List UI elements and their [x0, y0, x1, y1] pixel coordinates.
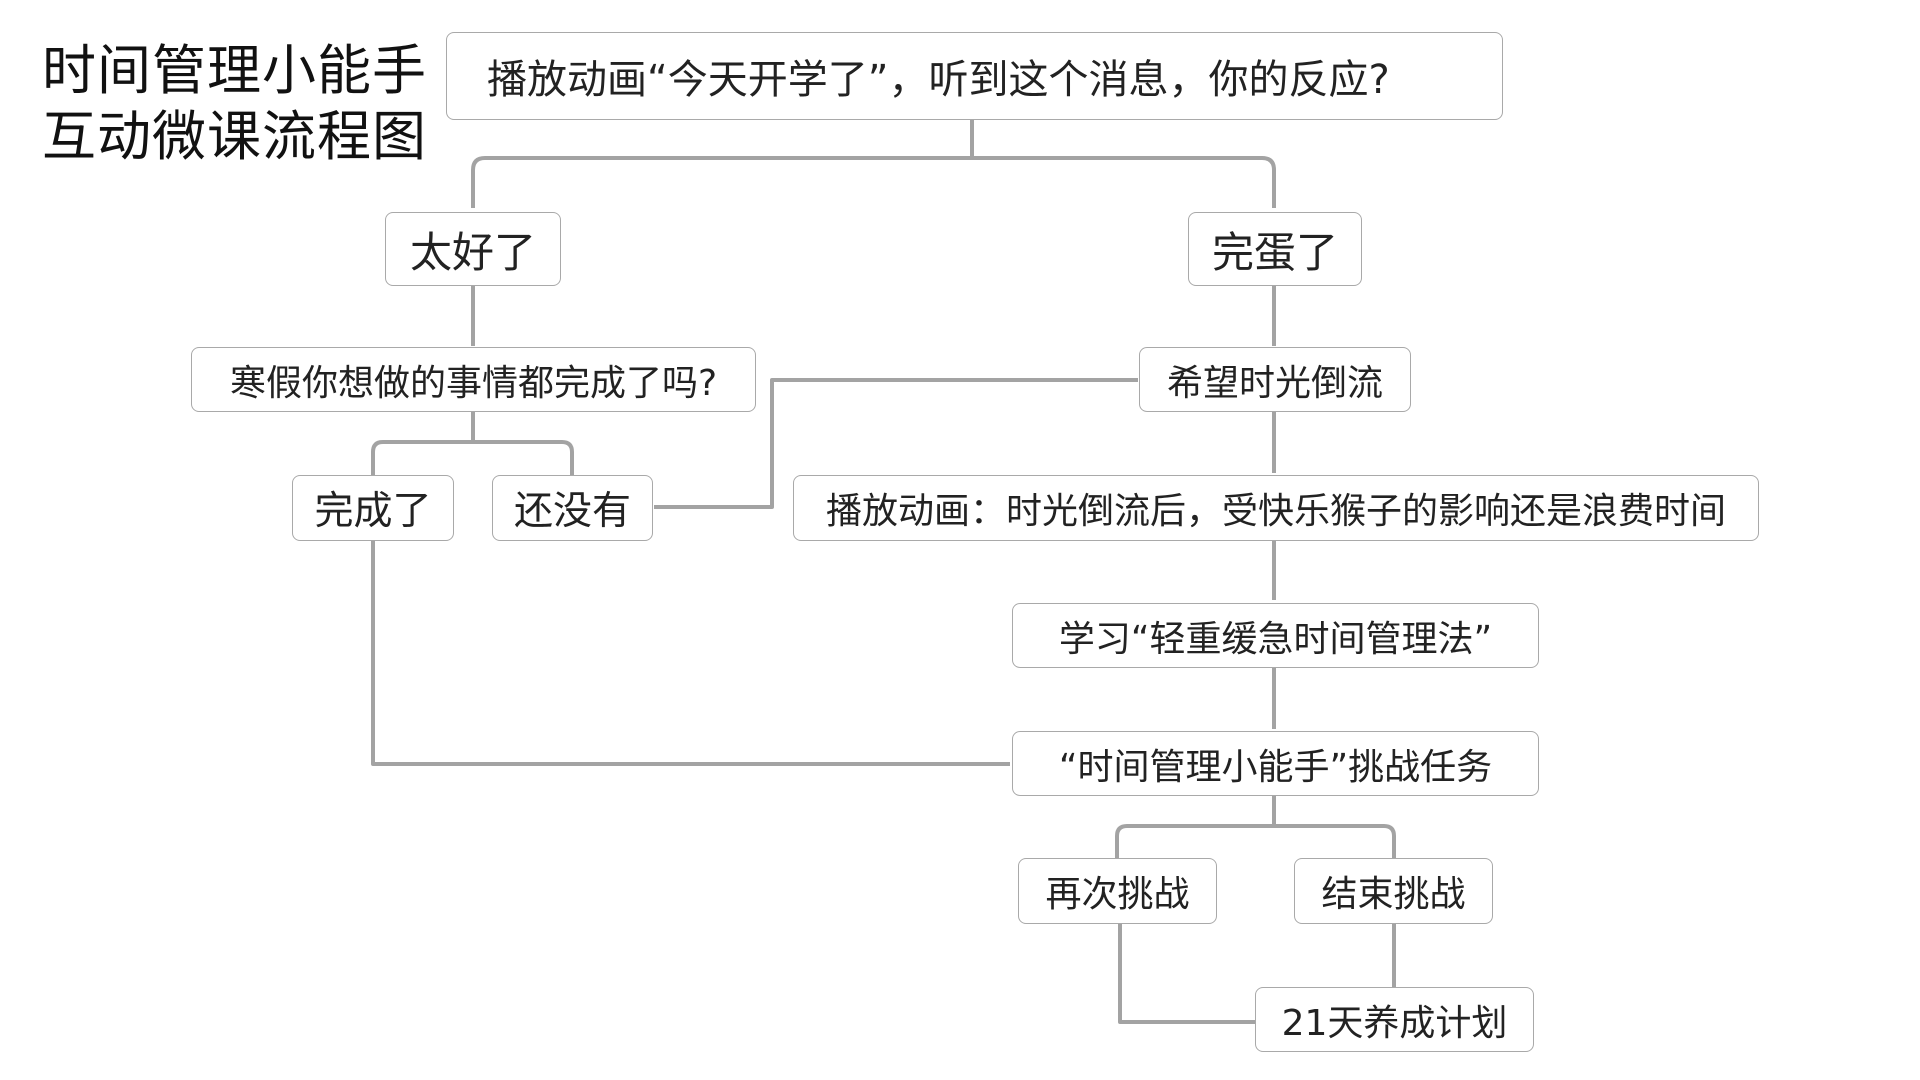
node-learn-method-label: 学习“轻重缓急时间管理法” [1058, 618, 1493, 660]
edge-done-to-challenge [371, 540, 1010, 766]
node-root-question[interactable]: 播放动画“今天开学了”，听到这个消息，你的反应? [446, 32, 1503, 120]
node-done-label: 完成了 [314, 489, 432, 534]
title-line-1: 时间管理小能手 [42, 39, 427, 102]
edge-question-to-answers [371, 410, 574, 475]
node-challenge-task-label: “时间管理小能手”挑战任务 [1058, 746, 1493, 788]
node-end-challenge-label: 结束挑战 [1321, 874, 1466, 915]
node-not-yet[interactable]: 还没有 [492, 475, 653, 541]
edge-retry-to-plan [1118, 923, 1255, 1024]
node-wish-rewind[interactable]: 希望时光倒流 [1139, 347, 1411, 412]
node-habit-plan-label: 21天养成计划 [1281, 1002, 1508, 1044]
node-learn-method[interactable]: 学习“轻重缓急时间管理法” [1012, 603, 1539, 668]
node-retry[interactable]: 再次挑战 [1018, 858, 1217, 924]
node-wish-rewind-label: 希望时光倒流 [1166, 362, 1383, 404]
node-not-yet-label: 还没有 [513, 489, 631, 534]
node-habit-plan[interactable]: 21天养成计划 [1255, 987, 1534, 1052]
edge-notyet-to-wish [654, 378, 1138, 509]
node-root-question-label: 播放动画“今天开学了”，听到这个消息，你的反应? [487, 57, 1390, 103]
node-retry-label: 再次挑战 [1045, 874, 1190, 915]
node-doomed-label: 完蛋了 [1211, 227, 1338, 277]
node-rewind-animation[interactable]: 播放动画：时光倒流后，受快乐猴子的影响还是浪费时间 [793, 475, 1759, 541]
node-great-label: 太好了 [409, 227, 536, 277]
node-done[interactable]: 完成了 [292, 475, 454, 541]
node-great[interactable]: 太好了 [385, 212, 561, 286]
diagram-title: 时间管理小能手 互动微课流程图 [42, 38, 427, 170]
title-line-2: 互动微课流程图 [42, 105, 427, 168]
node-winter-question[interactable]: 寒假你想做的事情都完成了吗? [191, 347, 756, 412]
edge-root-to-branches [471, 118, 1276, 208]
edge-challenge-to-choices [1115, 795, 1396, 858]
node-winter-question-label: 寒假你想做的事情都完成了吗? [229, 362, 718, 404]
node-end-challenge[interactable]: 结束挑战 [1294, 858, 1493, 924]
node-challenge-task[interactable]: “时间管理小能手”挑战任务 [1012, 731, 1539, 796]
node-rewind-animation-label: 播放动画：时光倒流后，受快乐猴子的影响还是浪费时间 [825, 491, 1726, 532]
node-doomed[interactable]: 完蛋了 [1188, 212, 1362, 286]
